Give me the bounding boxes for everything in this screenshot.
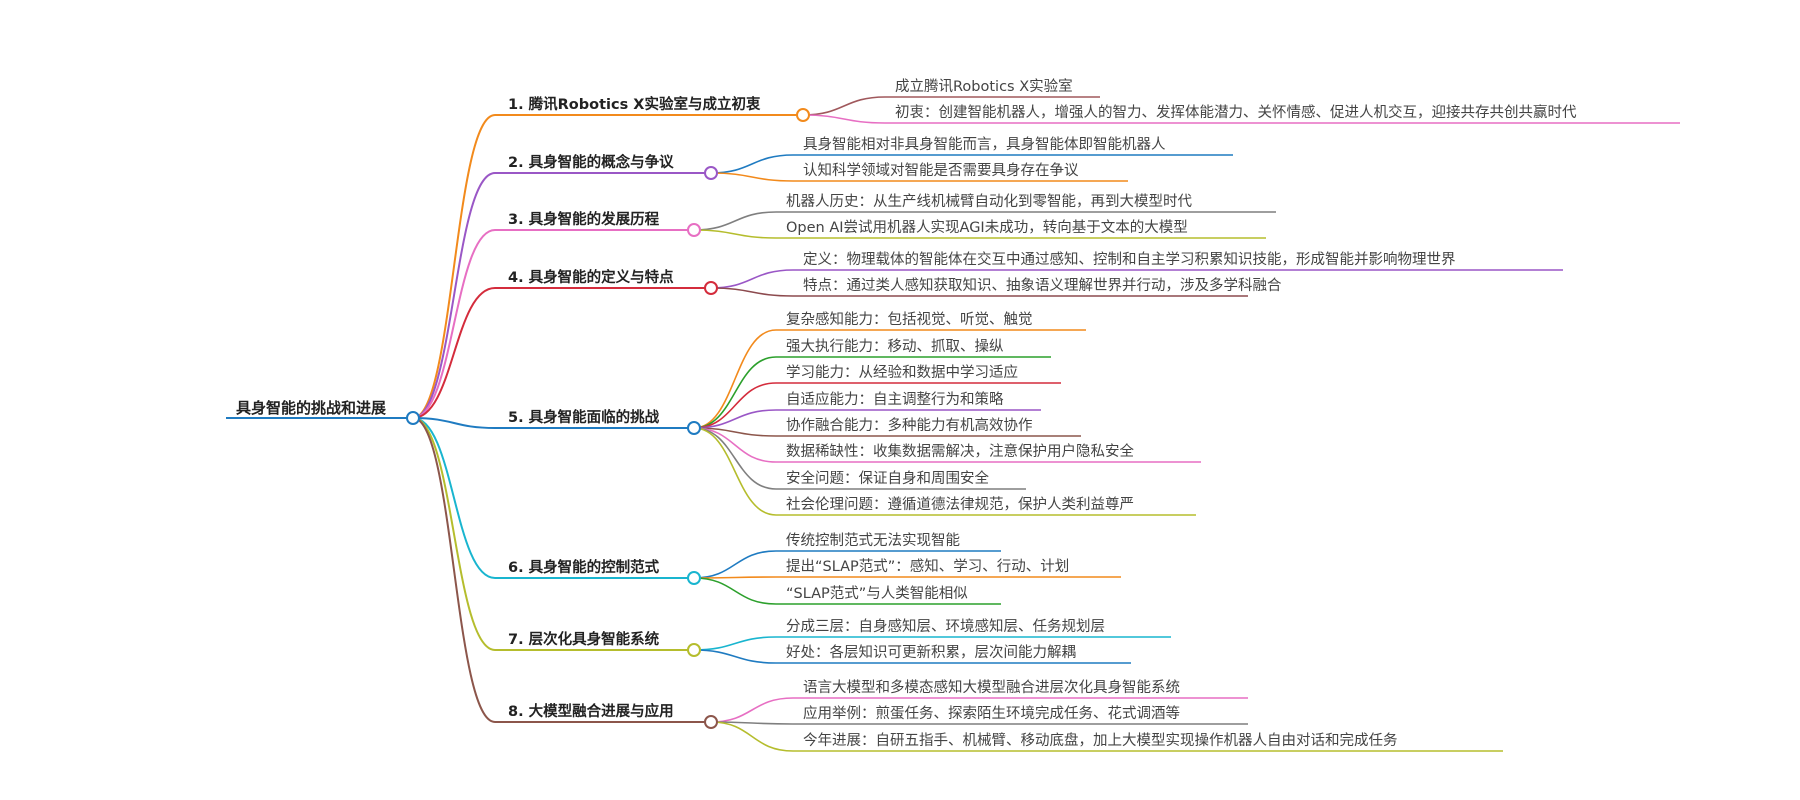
leaf-edge [693, 427, 777, 490]
leaf-node-label[interactable]: 成立腾讯Robotics X实验室 [895, 78, 1073, 95]
branch-node-handle[interactable] [796, 108, 810, 122]
branch-edge [412, 417, 496, 429]
leaf-node-label[interactable]: 分成三层：自身感知层、环境感知层、任务规划层 [786, 617, 1105, 635]
leaf-node-label[interactable]: 社会伦理问题：遵循道德法律规范，保护人类利益尊严 [786, 496, 1134, 513]
branch-edge [412, 114, 496, 419]
branch-edge [412, 287, 496, 419]
leaf-node-label[interactable]: 复杂感知能力：包括视觉、听觉、触觉 [786, 310, 1033, 328]
leaf-edge [693, 229, 777, 239]
leaf-edge [693, 649, 777, 664]
leaf-edge [693, 427, 777, 463]
branch-node-handle[interactable] [704, 715, 718, 729]
leaf-node-label[interactable]: 协作融合能力：多种能力有机高效协作 [786, 417, 1033, 434]
leaf-node-label[interactable]: 初衷：创建智能机器人，增强人的智力、发挥体能潜力、关怀情感、促进人机交互，迎接共… [895, 103, 1577, 121]
leaf-node-label[interactable]: 认知科学领域对智能是否需要具身存在争议 [803, 161, 1079, 179]
leaf-node-label[interactable]: 好处：各层知识可更新积累，层次间能力解耦 [786, 644, 1076, 661]
leaf-edge [710, 721, 794, 752]
leaf-node-label[interactable]: 自适应能力：自主调整行为和策略 [786, 390, 1004, 408]
leaf-node-label[interactable]: Open AI尝试用机器人实现AGI未成功，转向基于文本的大模型 [786, 219, 1188, 236]
branch-edge [412, 172, 496, 419]
branch-node-handle[interactable] [687, 421, 701, 435]
mindmap-nodes: 具身智能的挑战和进展 1. 腾讯Robotics X实验室与成立初衷 成立腾讯Ro… [226, 78, 1577, 749]
leaf-edge [710, 154, 794, 174]
leaf-node-label[interactable]: “SLAP范式”与人类智能相似 [786, 585, 968, 602]
leaf-edge [710, 269, 794, 289]
branch-node-label[interactable]: 3. 具身智能的发展历程 [508, 210, 660, 228]
leaf-edge [693, 356, 777, 429]
mindmap-edges [412, 96, 1680, 752]
leaf-node-label[interactable]: 今年进展：自研五指手、机械臂、移动底盘，加上大模型实现操作机器人自由对话和完成任… [803, 731, 1398, 749]
leaf-edge [802, 114, 886, 124]
leaf-node-label[interactable]: 机器人历史：从生产线机械臂自动化到零智能，再到大模型时代 [786, 193, 1192, 210]
leaf-node-label[interactable]: 特点：通过类人感知获取知识、抽象语义理解世界并行动，涉及多学科融合 [803, 277, 1282, 294]
branch-node-label[interactable]: 7. 层次化具身智能系统 [508, 630, 660, 648]
leaf-node-label[interactable]: 语言大模型和多模态感知大模型融合进层次化具身智能系统 [803, 679, 1180, 696]
leaf-edge [710, 697, 794, 723]
leaf-edge [693, 550, 777, 579]
root-node-handle[interactable] [406, 411, 420, 425]
branch-node-label[interactable]: 1. 腾讯Robotics X实验室与成立初衷 [508, 95, 761, 113]
leaf-edge [710, 172, 794, 182]
branch-node-handle[interactable] [704, 281, 718, 295]
branch-node-handle[interactable] [704, 166, 718, 180]
leaf-node-label[interactable]: 强大执行能力：移动、抓取、操纵 [786, 338, 1004, 355]
branch-node-label[interactable]: 2. 具身智能的概念与争议 [508, 153, 674, 171]
branch-edge [412, 229, 496, 419]
leaf-node-label[interactable]: 提出“SLAP范式”：感知、学习、行动、计划 [786, 558, 1069, 575]
branch-node-label[interactable]: 6. 具身智能的控制范式 [508, 558, 660, 576]
branch-node-label[interactable]: 8. 大模型融合进展与应用 [508, 702, 674, 720]
leaf-edge [693, 427, 777, 516]
leaf-edge [693, 382, 777, 429]
root-node-label[interactable]: 具身智能的挑战和进展 [236, 399, 386, 417]
leaf-edge [693, 636, 777, 651]
leaf-node-label[interactable]: 学习能力：从经验和数据中学习适应 [786, 363, 1018, 381]
branch-node-handle[interactable] [687, 571, 701, 585]
leaf-node-label[interactable]: 数据稀缺性：收集数据需解决，注意保护用户隐私安全 [786, 442, 1134, 460]
leaf-edge [693, 577, 777, 605]
leaf-node-label[interactable]: 具身智能相对非具身智能而言，具身智能体即智能机器人 [803, 136, 1166, 153]
leaf-node-label[interactable]: 应用举例：煎蛋任务、探索陌生环境完成任务、花式调酒等 [803, 704, 1180, 722]
branch-node-label[interactable]: 5. 具身智能面临的挑战 [508, 408, 660, 426]
branch-node-handle[interactable] [687, 223, 701, 237]
branch-edge [412, 417, 496, 723]
leaf-edge [710, 287, 794, 297]
branch-edge [412, 417, 496, 651]
branch-edge [412, 417, 496, 579]
branch-node-label[interactable]: 4. 具身智能的定义与特点 [508, 268, 674, 286]
leaf-node-label[interactable]: 定义：物理载体的智能体在交互中通过感知、控制和自主学习积累知识技能，形成智能并影… [803, 250, 1456, 268]
leaf-node-label[interactable]: 安全问题：保证自身和周围安全 [786, 469, 989, 487]
leaf-node-label[interactable]: 传统控制范式无法实现智能 [786, 532, 960, 549]
leaf-edge [693, 329, 777, 429]
branch-node-handle[interactable] [687, 643, 701, 657]
leaf-edge [802, 96, 886, 116]
leaf-edge [693, 211, 777, 231]
